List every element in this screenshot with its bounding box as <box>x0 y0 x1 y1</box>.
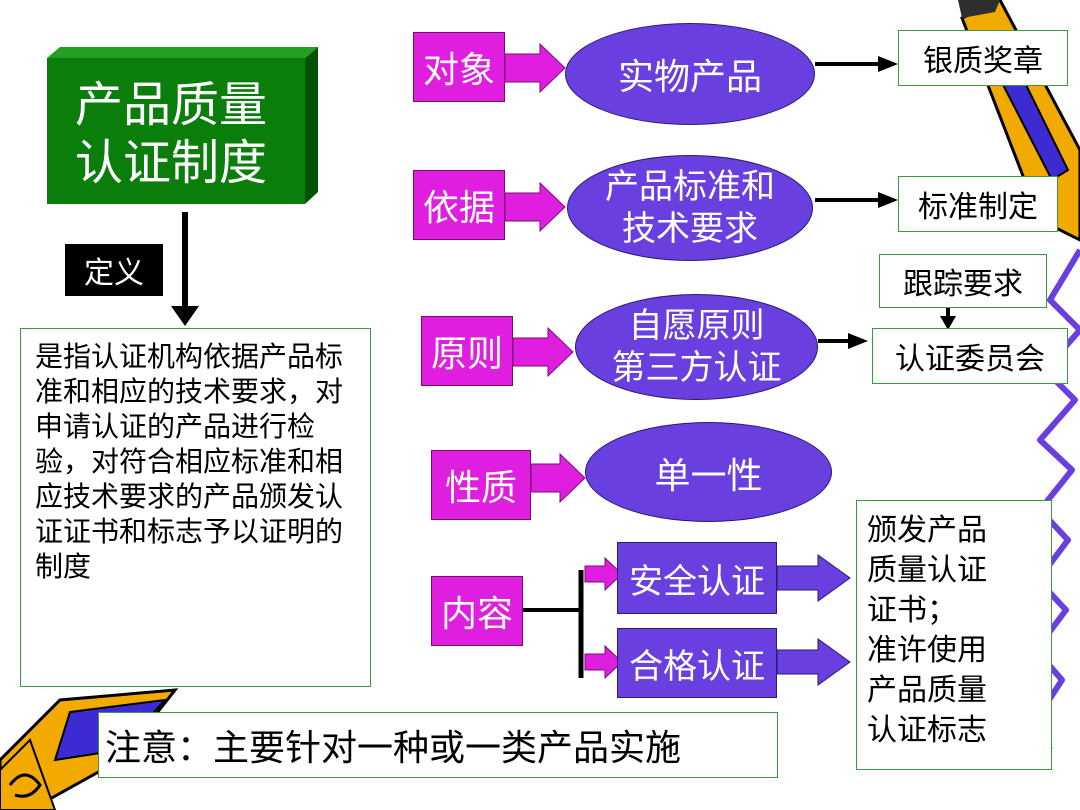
item-conformity-cert: 合格认证 <box>617 628 777 698</box>
output-silver-medal: 银质奖章 <box>898 30 1068 86</box>
title-box-side <box>305 47 318 204</box>
arrowhead-medal <box>878 56 898 72</box>
arrow-safety-issue <box>776 554 851 602</box>
output-cert-committee: 认证委员会 <box>872 328 1068 384</box>
output-standard-setting: 标准制定 <box>898 176 1058 232</box>
arrow-conformity <box>584 644 623 680</box>
arrow-principle <box>512 326 574 378</box>
title-box: 产品质量 认证制度 <box>47 58 305 204</box>
label-object: 对象 <box>413 32 505 102</box>
arrowhead-standard <box>878 192 898 208</box>
arrow-safety <box>584 556 623 592</box>
issue-line-1: 颁发产品 <box>867 513 987 548</box>
note-text: 注意：主要针对一种或一类产品实施 <box>105 728 682 769</box>
arrowhead-committee <box>848 333 868 349</box>
title-box-top <box>47 47 318 58</box>
node-principles-line-1: 自愿原则 <box>628 306 765 346</box>
node-principles-line-2: 第三方认证 <box>611 348 782 388</box>
title-line-1: 产品质量 <box>75 77 268 133</box>
node-standards-line-2: 技术要求 <box>622 209 758 249</box>
title-line-2: 认证制度 <box>75 135 268 191</box>
issue-line-6: 认证标志 <box>867 713 987 748</box>
definition-tag: 定义 <box>65 244 163 296</box>
label-content: 内容 <box>431 576 523 646</box>
node-standards-line-1: 产品标准和 <box>605 167 775 207</box>
label-principle: 原则 <box>421 316 513 386</box>
arrow-nature <box>530 452 586 504</box>
arrow-conformity-issue <box>776 638 851 686</box>
issue-line-3: 证书； <box>867 593 957 628</box>
issue-box: 颁发产品 质量认证 证书； 准许使用 产品质量 认证标志 <box>856 500 1052 770</box>
issue-line-4: 准许使用 <box>867 633 987 668</box>
title-down-arrowhead <box>171 306 199 326</box>
note-box: 注意：主要针对一种或一类产品实施 <box>98 712 778 778</box>
definition-text: 是指认证机构依据产品标准和相应的技术要求，对申请认证的产品进行检验，对符合相应标… <box>20 328 371 687</box>
node-physical-product: 实物产品 <box>565 23 815 125</box>
arrow-basis <box>504 181 566 233</box>
label-basis: 依据 <box>413 170 505 240</box>
node-standards: 产品标准和 技术要求 <box>567 155 813 261</box>
arrow-object <box>504 42 566 94</box>
node-principles: 自愿原则 第三方认证 <box>575 294 818 400</box>
issue-line-2: 质量认证 <box>867 553 987 588</box>
arrowhead-tracking <box>940 316 956 330</box>
issue-line-5: 产品质量 <box>867 673 987 708</box>
item-safety-cert: 安全认证 <box>617 542 777 614</box>
node-uniqueness: 单一性 <box>585 422 832 522</box>
output-tracking-requirement: 跟踪要求 <box>879 254 1047 308</box>
label-nature: 性质 <box>431 450 531 520</box>
